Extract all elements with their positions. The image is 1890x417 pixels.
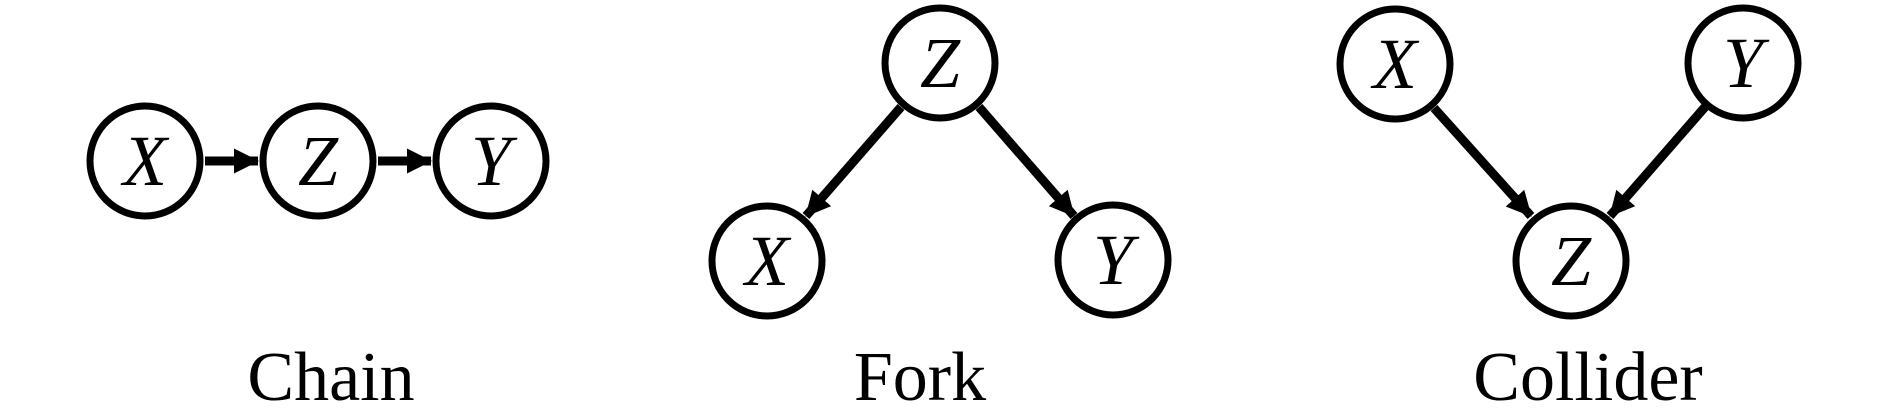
collider-node-z-label: Z bbox=[1551, 221, 1592, 301]
chain-caption: Chain bbox=[247, 339, 414, 416]
collider-node-x-circle bbox=[1336, 5, 1454, 123]
fork-edge-z-to-x-arrow bbox=[802, 104, 905, 219]
collider-edge-y-to-z-arrow bbox=[1606, 104, 1709, 219]
fork-node-y-label: Y bbox=[1093, 220, 1140, 300]
fork-diagram: Z X Y Fork bbox=[708, 4, 1172, 416]
chain-node-x-label: X bbox=[120, 121, 170, 201]
collider-caption: Collider bbox=[1473, 339, 1702, 416]
fork-edge-z-to-y-arrow bbox=[975, 104, 1078, 219]
collider-node-z-circle bbox=[1512, 202, 1630, 320]
chain-diagram: X Z Y Chain bbox=[86, 102, 550, 416]
collider-node-y-label: Y bbox=[1723, 23, 1770, 103]
fork-node-z-circle bbox=[881, 4, 999, 122]
chain-node-z-label: Z bbox=[298, 121, 339, 201]
collider-node-y-circle bbox=[1684, 4, 1802, 122]
collider-diagram: X Y Z Collider bbox=[1336, 4, 1802, 416]
chain-node-y-label: Y bbox=[471, 121, 518, 201]
chain-node-y-circle bbox=[432, 102, 550, 220]
collider-node-x-label: X bbox=[1370, 24, 1420, 104]
chain-node-x-circle bbox=[86, 102, 204, 220]
fork-node-z-label: Z bbox=[920, 23, 961, 103]
fork-node-x-label: X bbox=[742, 221, 792, 301]
chain-node-z-circle bbox=[259, 102, 377, 220]
fork-node-x-circle bbox=[708, 202, 826, 320]
fork-caption: Fork bbox=[854, 339, 986, 416]
collider-edge-x-to-z-arrow bbox=[1430, 104, 1535, 220]
fork-node-y-circle bbox=[1054, 201, 1172, 319]
